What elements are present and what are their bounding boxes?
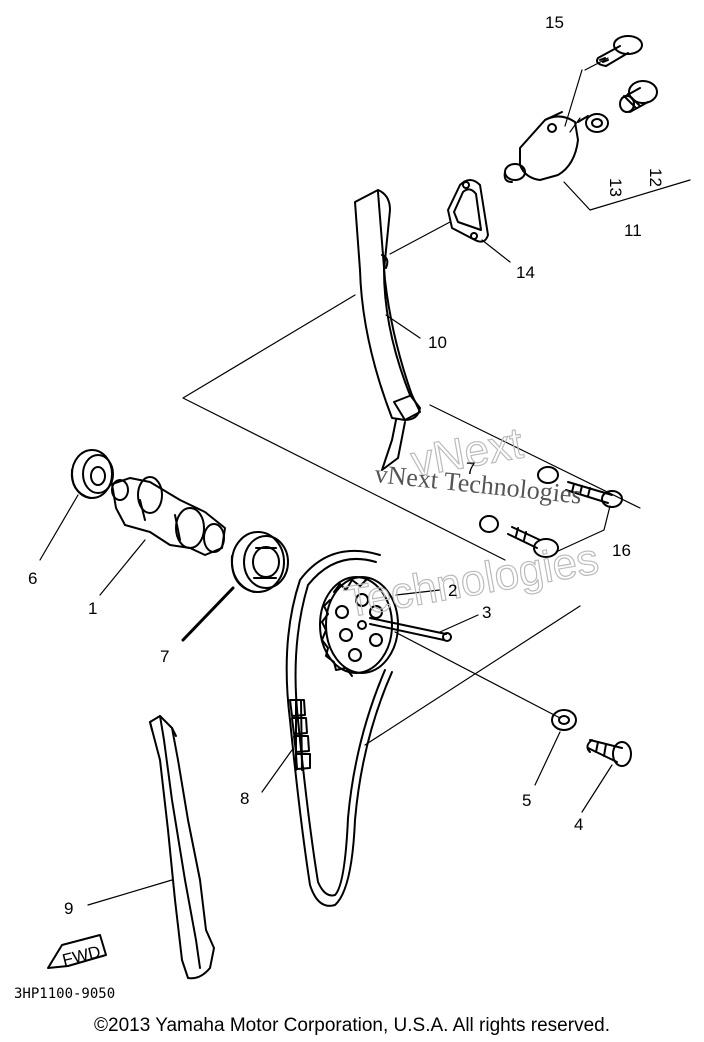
part-label-11: 11	[624, 221, 642, 240]
part-label-14: 14	[516, 263, 535, 282]
part-label-7-lower: 7	[160, 647, 169, 666]
reference-line-bolt	[429, 404, 641, 509]
part-label-13: 13	[606, 178, 625, 197]
tensioner-cap-part	[619, 80, 658, 113]
part-label-3: 3	[482, 603, 491, 622]
part-label-6: 6	[28, 569, 37, 588]
collar-upper-part	[537, 466, 559, 484]
chain-guide-tensioner-part	[354, 189, 421, 471]
part-label-10: 10	[428, 333, 447, 352]
washer-part	[585, 113, 609, 133]
collar-lower-part	[479, 515, 499, 533]
cam-sprocket-part	[319, 576, 399, 677]
part-label-7-upper: 7	[466, 459, 475, 478]
forward-label: FWD	[60, 942, 102, 970]
sprocket-washer-part	[551, 709, 577, 731]
dowel-pin-part	[369, 617, 452, 642]
part-label-12: 12	[646, 168, 665, 187]
chain-guide-lower-part	[149, 715, 215, 980]
guide-bolt-lower-part	[507, 526, 559, 558]
reference-line-lower	[364, 605, 581, 746]
sprocket-bolt-part	[586, 739, 632, 767]
part-label-1: 1	[88, 599, 97, 618]
camshaft-part	[111, 476, 226, 556]
part-label-5: 5	[522, 791, 531, 810]
part-label-15: 15	[545, 13, 564, 32]
watermark-outline-lower: Technologies	[341, 534, 602, 627]
drawing-code: 3HP1100-9050	[14, 986, 115, 1000]
part-label-16: 16	[612, 541, 631, 560]
tensioner-bolt-part	[596, 35, 643, 67]
parts-diagram: vNext Technologies vNext Technologies 15…	[14, 13, 691, 1000]
copyright-notice: ©2013 Yamaha Motor Corporation, U.S.A. A…	[94, 1015, 610, 1036]
part-label-4: 4	[574, 815, 583, 834]
bearing-left-part	[70, 449, 114, 499]
reference-line-upper	[182, 294, 506, 561]
cam-chain-part	[285, 549, 393, 907]
cam-chain-tensioner-part	[503, 111, 589, 183]
part-label-9: 9	[64, 899, 73, 918]
gasket-part	[447, 179, 489, 243]
forward-arrow-icon	[47, 934, 107, 969]
part-label-2: 2	[448, 581, 457, 600]
part-label-8: 8	[240, 789, 249, 808]
reference-line-shaft	[394, 631, 561, 719]
guide-bolt-upper-part	[565, 481, 623, 508]
bearing-right-part	[230, 531, 289, 593]
